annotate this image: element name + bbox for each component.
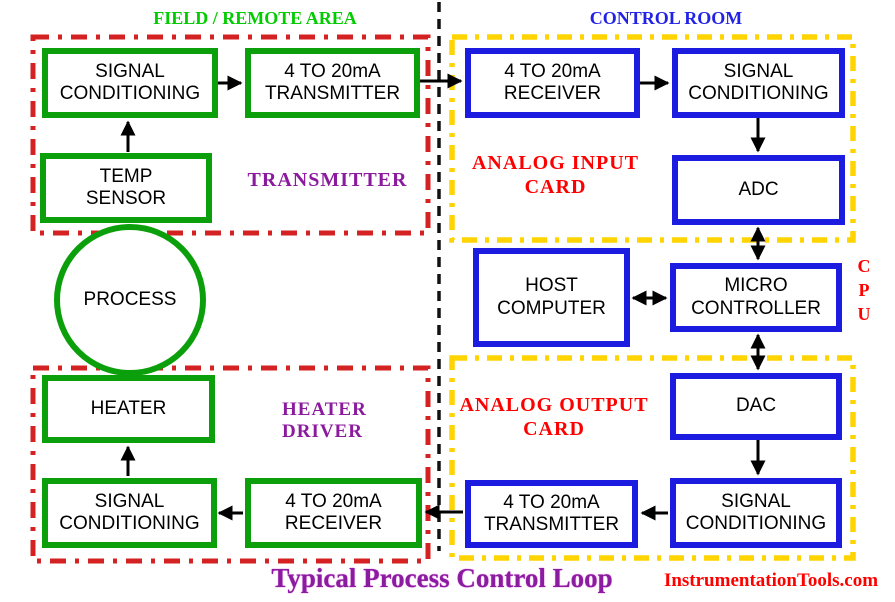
analog-output-card-border [449,355,856,561]
block-heater-signal-conditioning: SIGNAL CONDITIONING [42,478,217,548]
transmitter-group-label: TRANSMITTER [247,169,408,191]
transmitter-group-border [30,34,431,236]
block-dac: DAC [670,373,842,440]
block-host-computer: HOST COMPUTER [473,248,630,347]
block-output-transmitter: 4 TO 20mA TRANSMITTER [465,480,638,548]
block-output-signal-conditioning: SIGNAL CONDITIONING [670,478,842,548]
process-circle [54,224,206,376]
block-input-signal-conditioning: SIGNAL CONDITIONING [672,48,845,118]
analog-input-card-border [449,34,856,243]
field-remote-area-label: FIELD / REMOTE AREA [153,8,357,28]
control-room-label: CONTROL ROOM [589,8,743,28]
block-heater: HEATER [42,375,215,443]
block-adc: ADC [672,155,845,225]
block-micro-controller: MICRO CONTROLLER [670,263,842,332]
heater-driver-group-border [30,365,431,564]
analog-output-card-label: ANALOG OUTPUT CARD [459,394,649,440]
watermark-text: InstrumentationTools.com [663,570,879,591]
analog-input-card-label: ANALOG INPUT CARD [471,152,639,198]
block-field-signal-conditioning: SIGNAL CONDITIONING [42,48,218,118]
diagram-title: Typical Process Control Loop [271,563,613,593]
process-circle-label: PROCESS [83,289,177,310]
heater-driver-group-label: HEATER DRIVER [282,399,367,443]
block-field-transmitter: 4 TO 20mA TRANSMITTER [245,48,420,118]
block-temp-sensor: TEMP SENSOR [40,153,212,223]
block-input-receiver: 4 TO 20mA RECEIVER [465,48,640,118]
block-field-receiver: 4 TO 20mA RECEIVER [245,478,422,548]
cpu-label: C P U [857,256,871,324]
